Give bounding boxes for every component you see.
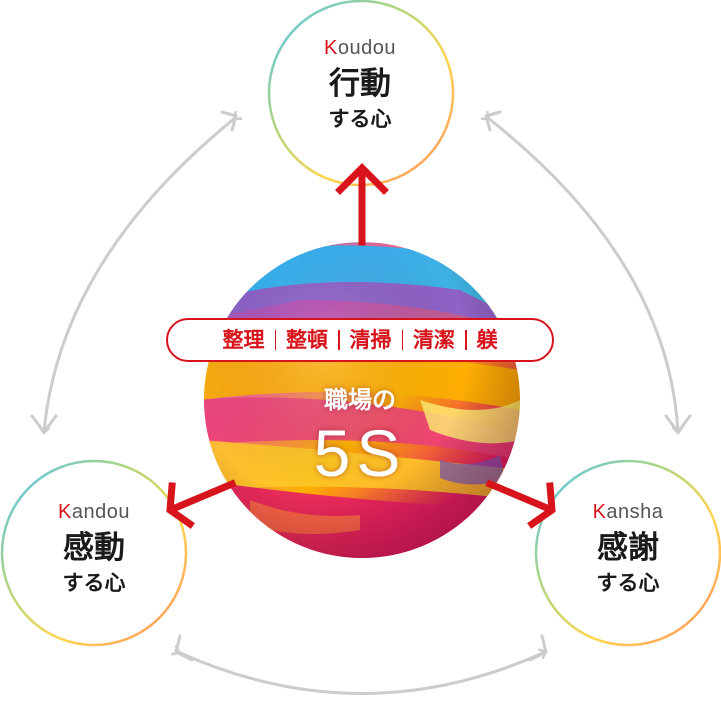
node-koudou-sub: する心 [328,107,392,131]
romaji-rest: oudou [337,37,396,59]
node-kandou: Kandou 感動 する心 [4,500,184,598]
pill-item-seiton: 整頓 [286,328,328,352]
node-kandou-kanji: 感動 [63,530,125,566]
pill-divider [465,330,467,350]
node-koudou-romaji: Koudou [270,36,450,60]
romaji-initial: K [324,37,338,59]
ring-kansha [534,459,721,647]
pill-item-shitsuke: 躾 [476,328,498,352]
node-kansha-kanji: 感謝 [597,530,659,566]
pill-item-seisou: 清掃 [349,328,392,352]
pill-divider [274,330,276,350]
pill-divider [401,330,403,350]
outward-arrows [166,163,556,529]
pill-item-seiketsu: 清潔 [413,328,455,352]
cycle-arrows [38,110,684,695]
center-title: 職場の [324,386,396,414]
node-kandou-sub: する心 [62,571,126,595]
cycle-arrowheads [30,110,692,662]
node-kansha-romaji: Kansha [538,500,718,524]
pill-divider [338,330,340,350]
romaji-initial: K [592,501,607,523]
node-kandou-romaji: Kandou [4,500,184,524]
center-label: 職場の 5S [280,384,440,490]
node-koudou: Koudou 行動 する心 [270,36,450,134]
ring-kandou [0,459,188,647]
node-koudou-kanji: 行動 [329,66,391,102]
five-s-pill: 整理 整頓 清掃 清潔 躾 [166,318,554,362]
pill-item-seiri: 整理 [222,328,265,352]
center-big: 5S [313,416,407,490]
romaji-rest: andou [71,501,130,523]
node-kansha-sub: する心 [596,571,660,595]
node-kansha: Kansha 感謝 する心 [538,500,718,598]
romaji-rest: ansha [606,501,664,523]
romaji-initial: K [58,501,72,523]
